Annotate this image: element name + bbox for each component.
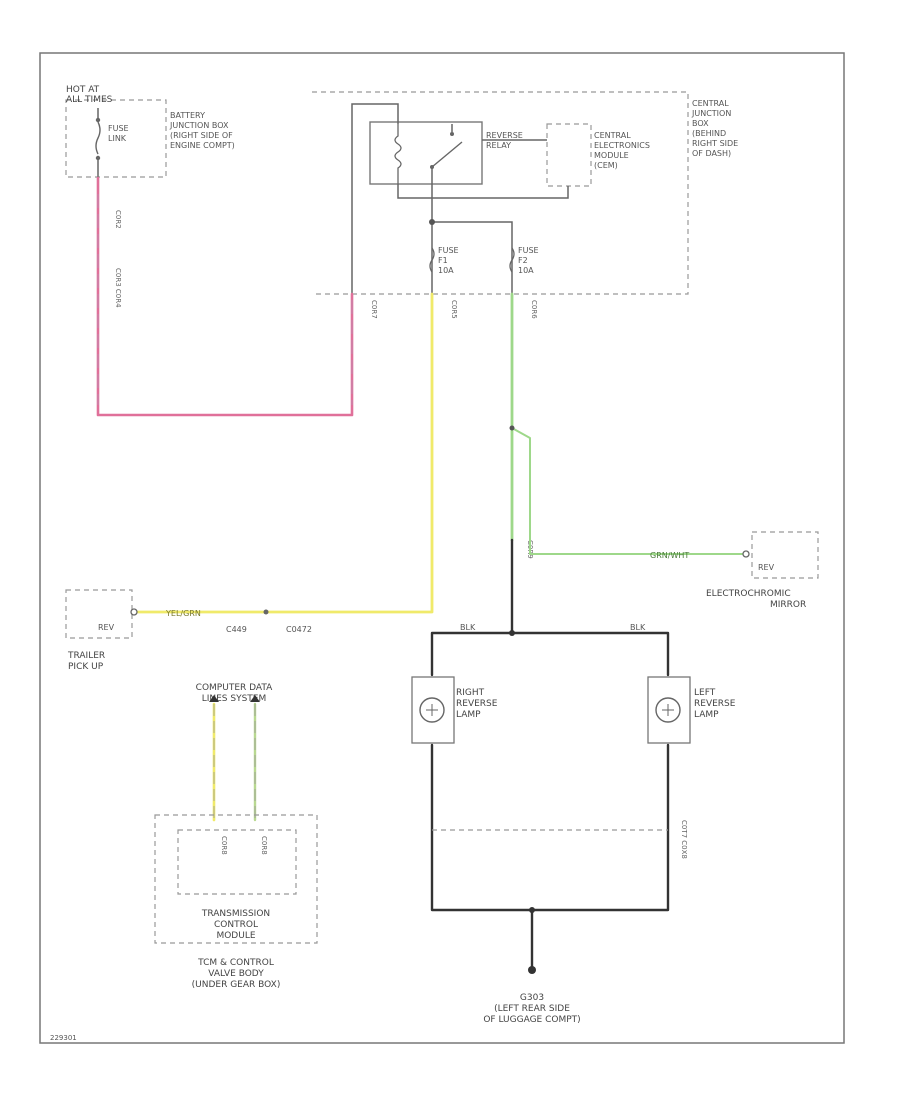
reverse-relay-box (369, 121, 483, 185)
connector-label-c3: C0R7 (370, 300, 378, 319)
green-branch-wire (511, 427, 743, 555)
svg-text:C0R8: C0R8 (220, 836, 228, 855)
cem-box (546, 123, 592, 187)
pink-wire (96, 176, 354, 417)
connector-label-c2: C0R3 C0R4 (114, 268, 122, 308)
footer-code: 229301 (50, 1034, 77, 1042)
connector-label-c4: C0R5 (450, 300, 458, 319)
black-lamp-loop-wire (430, 631, 670, 972)
yellow-wire (136, 292, 434, 614)
connector-label-c5: C0R6 (530, 300, 538, 319)
yel-grn-wire-label: YEL/GRN (165, 609, 201, 618)
grn-wht-wire-label: GRN/WHT (650, 551, 689, 560)
hot-line-2: ALL TIMES (66, 95, 113, 105)
blk-wire-label-2: BLK (630, 623, 646, 632)
diagram-frame (39, 52, 845, 1044)
c0472-label: C0472 (286, 625, 312, 634)
connector-label-c7: C0T7 C0X8 (680, 820, 688, 859)
blk-wire-label-1: BLK (460, 623, 476, 632)
connector-label-c1: C0R2 (114, 210, 122, 229)
rev1-mirror-label: REV (758, 563, 775, 572)
hot-line-1: HOT AT (66, 85, 100, 95)
svg-text:C0R8: C0R8 (260, 836, 268, 855)
c449-label: C449 (226, 625, 247, 634)
rev1-trailer-label: REV (98, 623, 115, 632)
